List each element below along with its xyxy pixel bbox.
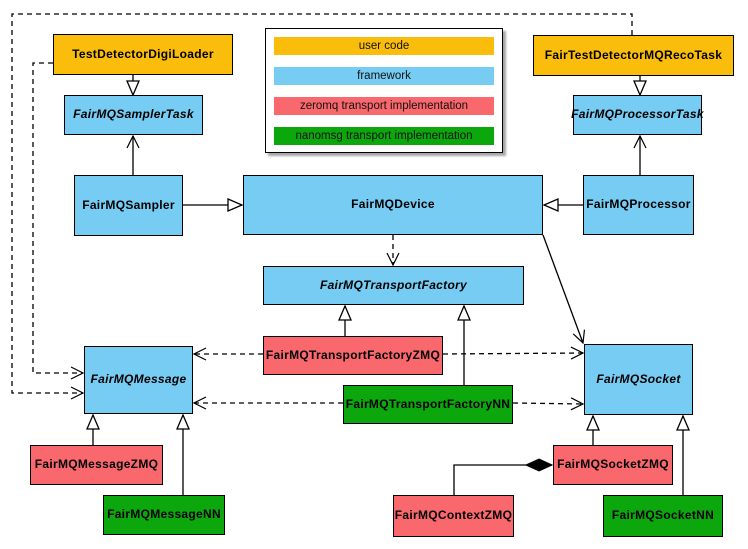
legend-item-nanomsg: nanomsg transport implementation xyxy=(274,127,494,145)
node-fairmq-sampler: FairMQSampler xyxy=(74,175,183,236)
node-fair-test-detector-mq-reco-task: FairTestDetectorMQRecoTask xyxy=(533,35,734,76)
node-fairmq-processor: FairMQProcessor xyxy=(583,175,694,235)
edge-factorynn-socket xyxy=(512,397,585,411)
legend-item-zeromq: zeromq transport implementation xyxy=(274,97,494,115)
edge-device-socket xyxy=(542,234,586,345)
edge-recotask-message xyxy=(11,13,633,400)
node-fairmq-socket-zmq: FairMQSocketZMQ xyxy=(553,445,673,485)
edge-contextzmq-socketzmq xyxy=(453,465,552,495)
node-fairmq-socket-nn: FairMQSocketNN xyxy=(603,495,723,537)
node-fairmq-transport-factory-nn: FairMQTransportFactoryNN xyxy=(343,385,513,424)
node-fairmq-context-zmq: FairMQContextZMQ xyxy=(393,495,514,537)
node-fairmq-transport-factory: FairMQTransportFactory xyxy=(263,266,524,305)
node-fairmq-message-zmq: FairMQMessageZMQ xyxy=(30,445,163,485)
node-test-detector-digi-loader: TestDetectorDigiLoader xyxy=(53,34,233,75)
node-fairmq-message: FairMQMessage xyxy=(84,346,193,414)
legend-item-framework: framework xyxy=(274,67,494,85)
node-fairmq-processor-task: FairMQProcessorTask xyxy=(571,95,704,135)
legend-item-user-code: user code xyxy=(274,37,494,55)
legend: user code framework zeromq transport imp… xyxy=(265,28,503,153)
node-fairmq-socket: FairMQSocket xyxy=(584,344,693,415)
node-fairmq-sampler-task: FairMQSamplerTask xyxy=(64,95,203,135)
node-fairmq-device: FairMQDevice xyxy=(243,175,543,235)
node-fairmq-message-nn: FairMQMessageNN xyxy=(103,495,225,535)
edge-digiloader-message xyxy=(32,62,85,380)
node-fairmq-transport-factory-zmq: FairMQTransportFactoryZMQ xyxy=(263,336,443,375)
